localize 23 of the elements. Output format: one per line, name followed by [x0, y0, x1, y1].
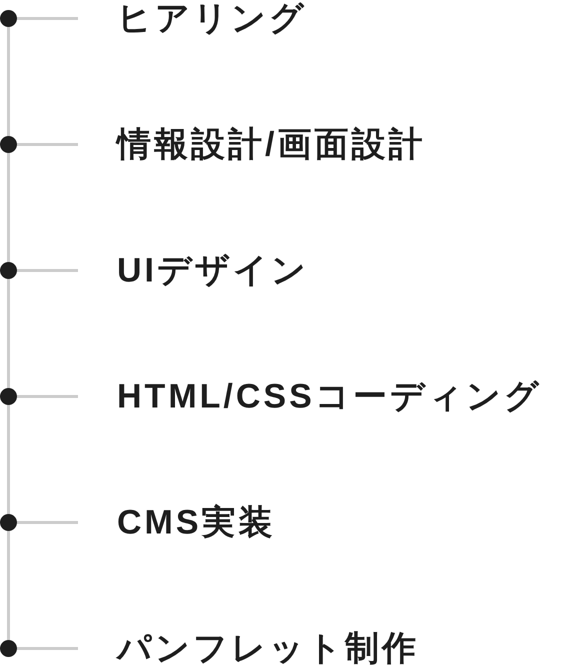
- step-label: UIデザイン: [117, 250, 309, 290]
- connector-line: [17, 395, 78, 398]
- timeline-dot: [0, 10, 17, 27]
- timeline-dot: [0, 262, 17, 279]
- timeline-dot: [0, 640, 17, 657]
- timeline-dot: [0, 514, 17, 531]
- timeline-dot: [0, 388, 17, 405]
- connector-line: [7, 27, 10, 136]
- step-label: HTML/CSSコーディング: [117, 376, 542, 416]
- step-label: 情報設計/画面設計: [117, 124, 426, 164]
- connector-line: [17, 269, 78, 272]
- connector-line: [7, 279, 10, 388]
- step-label: パンフレット制作: [117, 628, 419, 666]
- connector-line: [7, 405, 10, 514]
- timeline-dot: [0, 136, 17, 153]
- step-label: CMS実装: [117, 502, 276, 542]
- connector-line: [17, 143, 78, 146]
- step-label: ヒアリング: [117, 0, 307, 38]
- connector-line: [7, 531, 10, 640]
- connector-line: [17, 17, 78, 20]
- connector-line: [17, 521, 78, 524]
- connector-line: [17, 647, 78, 650]
- connector-line: [7, 153, 10, 262]
